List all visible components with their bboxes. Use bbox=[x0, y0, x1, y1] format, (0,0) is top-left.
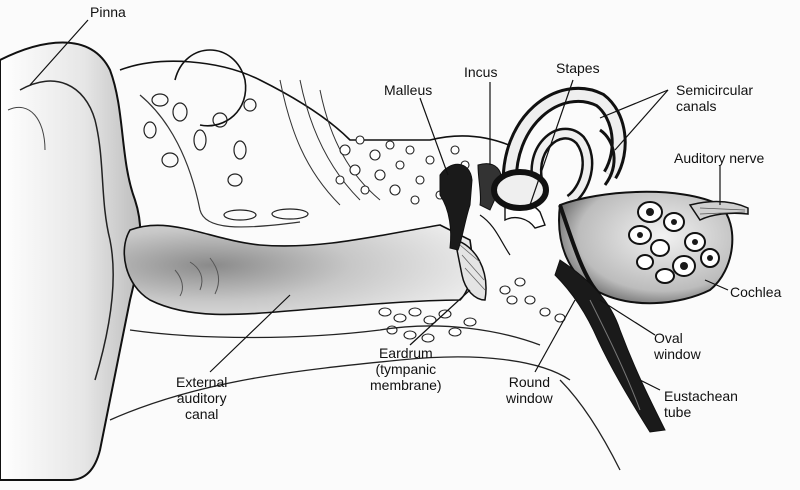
leader-external-canal bbox=[209, 294, 291, 373]
label-malleus: Malleus bbox=[384, 82, 433, 98]
eustachian-tube-shape bbox=[554, 259, 666, 433]
label-incus: Incus bbox=[464, 64, 498, 80]
label-stapes: Stapes bbox=[556, 60, 600, 76]
leader-oval-window bbox=[599, 299, 656, 336]
pinna-shape bbox=[0, 41, 142, 481]
label-external-auditory-canal: External auditory canal bbox=[176, 374, 228, 422]
cochlea-shape bbox=[558, 190, 734, 305]
leader-round-window bbox=[534, 299, 576, 373]
label-eardrum: Eardrum (tympanic membrane) bbox=[370, 345, 442, 393]
label-round-window: Round window bbox=[506, 374, 553, 406]
auditory-nerve-shape bbox=[688, 200, 749, 221]
leader-cochlea bbox=[704, 279, 729, 291]
leader-pinna bbox=[29, 19, 89, 86]
label-pinna: Pinna bbox=[90, 4, 126, 20]
lower-contours bbox=[109, 325, 621, 471]
leader-lines bbox=[29, 19, 729, 391]
mastoid-air-cells-upper bbox=[143, 93, 309, 221]
leader-eardrum bbox=[409, 289, 471, 346]
label-auditory-nerve: Auditory nerve bbox=[674, 150, 765, 166]
label-oval-window: Oval window bbox=[654, 330, 701, 362]
leader-semicircular-2 bbox=[614, 89, 669, 151]
leader-eustachean bbox=[639, 379, 661, 391]
leader-semicircular-1 bbox=[599, 89, 669, 119]
label-semicircular-canals: Semicircular canals bbox=[676, 82, 754, 114]
mastoid-air-cells-lower bbox=[378, 277, 566, 343]
label-eustachean-tube: Eustachean tube bbox=[664, 388, 738, 420]
leader-malleus bbox=[419, 97, 449, 176]
eardrum-shape bbox=[454, 238, 487, 301]
external-auditory-canal-shape bbox=[123, 224, 473, 316]
label-cochlea: Cochlea bbox=[730, 284, 782, 300]
leader-stapes bbox=[529, 79, 574, 206]
semicircular-canals-shape bbox=[491, 87, 627, 211]
